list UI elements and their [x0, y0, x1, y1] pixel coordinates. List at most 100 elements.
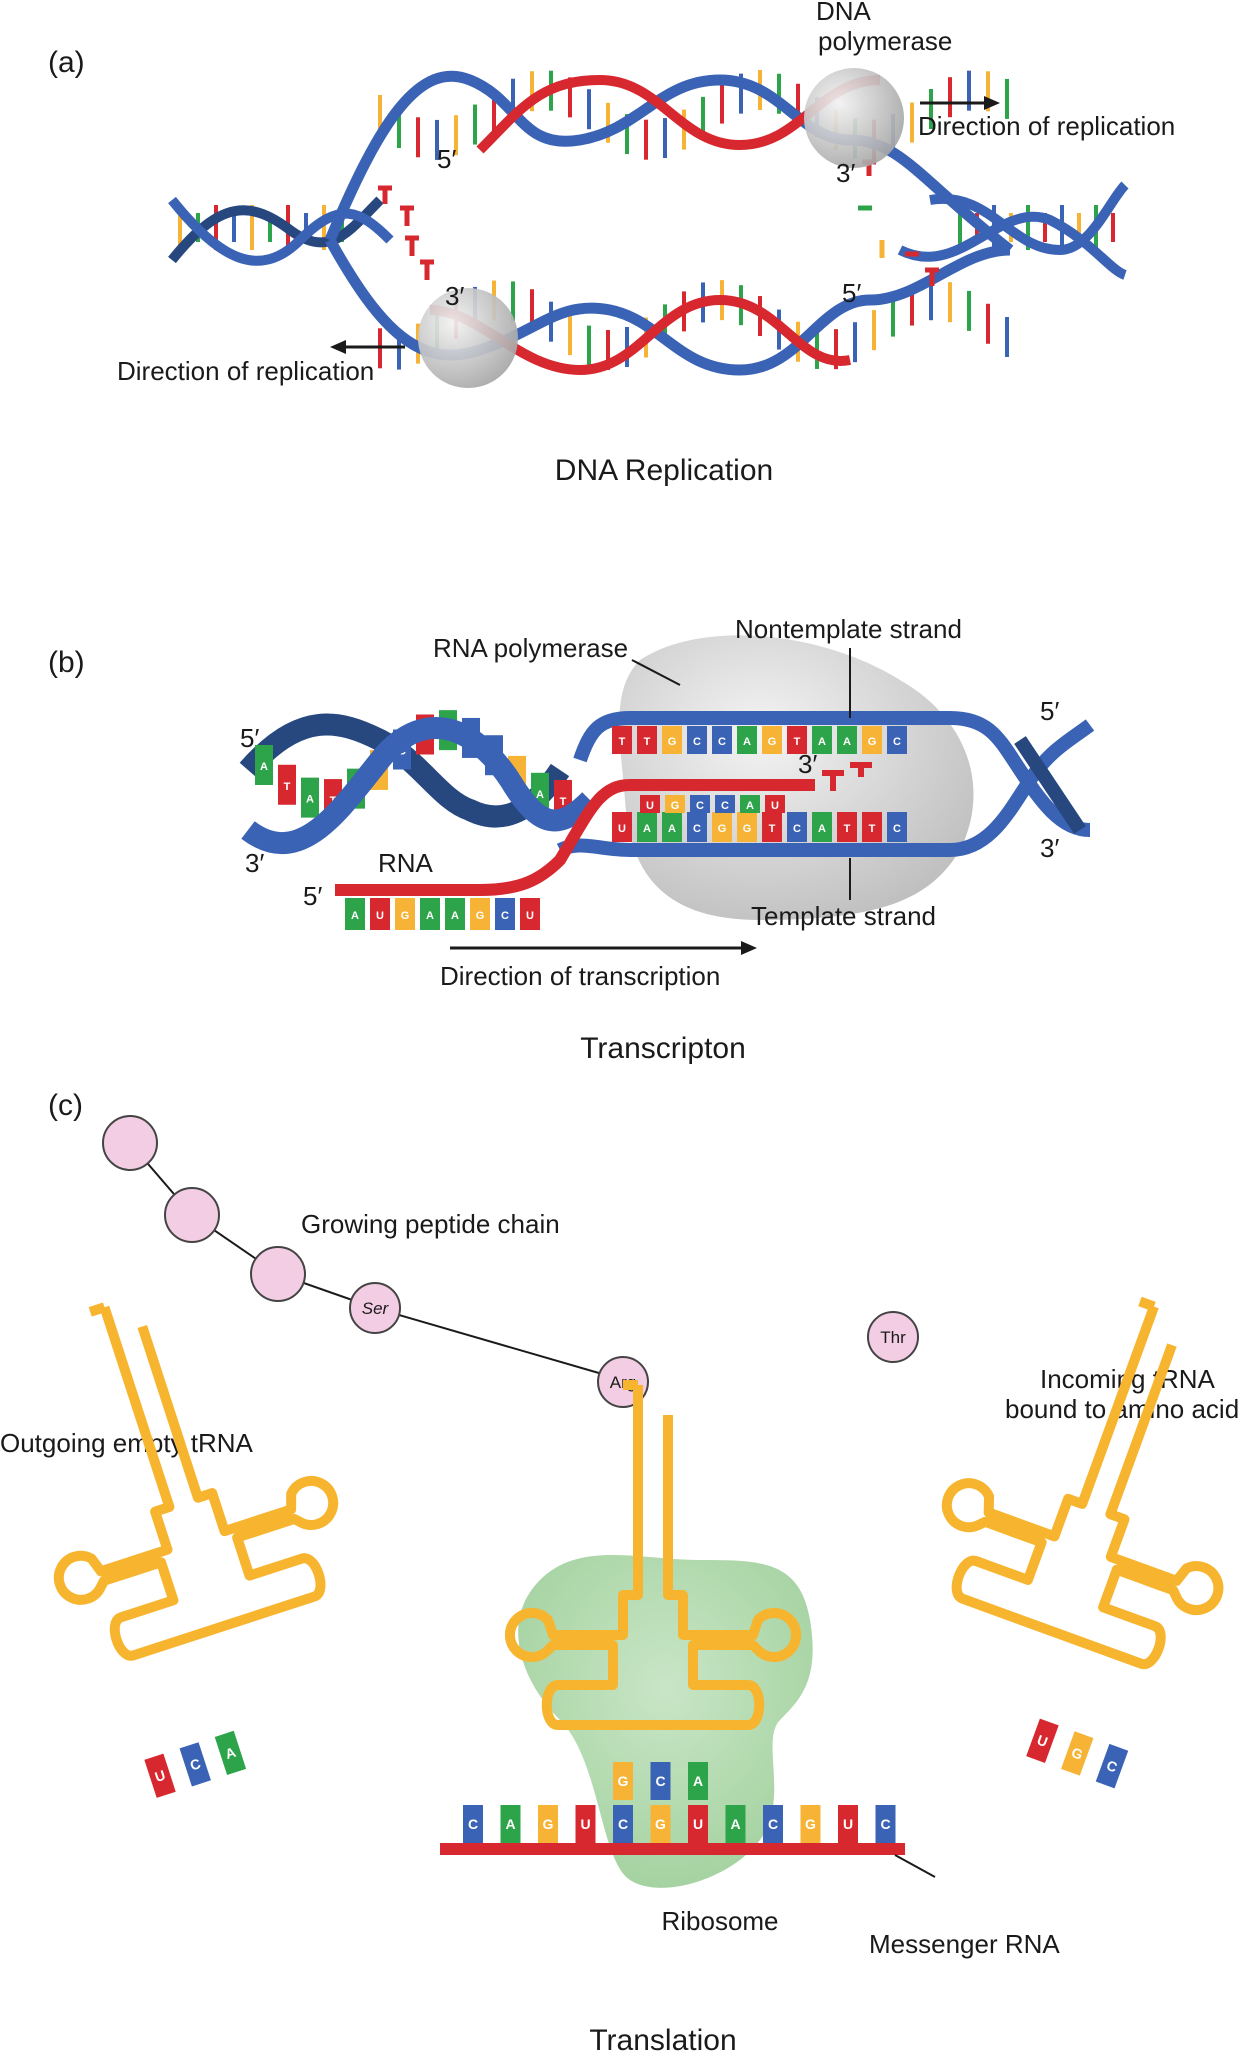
nontemplate-base: G — [862, 726, 882, 754]
svg-text:A: A — [746, 800, 754, 812]
incoming-anticodon-base: U — [1026, 1718, 1059, 1764]
five-prime-right: 5′ — [1040, 696, 1059, 726]
panel-c-label: (c) — [48, 1089, 83, 1122]
amino-acid-3 — [250, 1246, 306, 1302]
three-prime-right: 3′ — [1040, 833, 1059, 863]
left-helix-base: A — [255, 745, 273, 785]
nontemplate-base: C — [887, 726, 907, 754]
rna-label: RNA — [378, 848, 434, 878]
rna-base: A — [345, 898, 365, 930]
outgoing-anticodon-base: U — [144, 1753, 176, 1798]
svg-text:G: G — [805, 1816, 816, 1832]
panel-a-dna-replication: (a) — [48, 0, 1175, 487]
nontemplate-base: A — [812, 726, 832, 754]
right-helix-back — [1014, 736, 1086, 834]
outgoing-trna — [0, 1258, 360, 1670]
template-base: C — [787, 812, 807, 842]
caption-transcription: Transcripton — [580, 1032, 746, 1065]
caption-translation: Translation — [589, 2024, 736, 2057]
svg-text:C: C — [880, 1816, 890, 1832]
svg-text:U: U — [526, 910, 534, 922]
amino-acid-1 — [102, 1115, 158, 1171]
dna-polymerase-bottom — [418, 288, 518, 388]
incoming-trna — [917, 1263, 1260, 1680]
svg-text:C: C — [693, 823, 701, 835]
template-base: C — [687, 812, 707, 842]
template-base: T — [837, 812, 857, 842]
inner-rna-base: U — [765, 795, 785, 813]
mrna-base: C — [875, 1805, 896, 1843]
svg-text:A: A — [730, 1816, 740, 1832]
svg-text:A: A — [643, 823, 651, 835]
template-base: G — [737, 812, 757, 842]
arrowhead-left — [330, 340, 346, 354]
svg-text:G: G — [543, 1816, 554, 1832]
svg-text:G: G — [1069, 1744, 1085, 1763]
outgoing-anticodon-base: C — [179, 1742, 211, 1787]
template-base: T — [862, 812, 882, 842]
direction-replication-left: Direction of replication — [117, 356, 374, 386]
amino-acid-ser-label: Ser — [362, 1299, 390, 1318]
inner-rna-base: C — [690, 795, 710, 813]
svg-text:T: T — [644, 736, 651, 748]
nontemplate-base: T — [787, 726, 807, 754]
three-prime-bottom: 3′ — [445, 281, 464, 311]
outgoing-anticodon: UCA — [144, 1730, 247, 1798]
svg-text:G: G — [718, 823, 727, 835]
svg-text:G: G — [668, 736, 677, 748]
mrna-leader — [894, 1854, 936, 1878]
inner-rna-base: A — [740, 795, 760, 813]
svg-text:C: C — [188, 1755, 203, 1773]
svg-text:T: T — [560, 796, 567, 808]
dna-polymerase-label-line1: DNA — [816, 0, 872, 26]
nontemplate-base: T — [637, 726, 657, 754]
nontemplate-strand-label: Nontemplate strand — [735, 614, 962, 644]
nontemplate-base: A — [837, 726, 857, 754]
rna-strand — [335, 779, 815, 896]
svg-text:A: A — [351, 910, 359, 922]
left-parental-strand-back — [168, 196, 384, 264]
svg-text:A: A — [693, 1773, 703, 1789]
dna-polymerase-label-line2: polymerase — [818, 26, 952, 56]
svg-text:U: U — [843, 1816, 853, 1832]
panel-a-label: (a) — [48, 46, 85, 79]
svg-text:A: A — [426, 910, 434, 922]
ribosome-label: Ribosome — [661, 1906, 778, 1936]
incoming-nucleotide-2 — [850, 762, 872, 777]
inner-rna-base: G — [665, 795, 685, 813]
template-base: A — [812, 812, 832, 842]
template-base: U — [612, 812, 632, 842]
three-prime-left: 3′ — [245, 848, 264, 878]
svg-text:U: U — [153, 1767, 168, 1785]
upper-template-strand — [324, 70, 1014, 255]
svg-text:C: C — [721, 800, 729, 812]
outgoing-trna-label: Outgoing empty tRNA — [0, 1428, 254, 1458]
mrna-base: C — [463, 1805, 483, 1843]
incoming-anticodon-base: G — [1060, 1731, 1094, 1776]
arrowhead-right — [984, 96, 1000, 110]
svg-text:G: G — [618, 1773, 629, 1789]
three-prime-rna: 3′ — [798, 749, 817, 779]
svg-text:C: C — [893, 823, 901, 835]
svg-text:G: G — [671, 800, 680, 812]
mrna-label: Messenger RNA — [869, 1929, 1060, 1959]
middle-anticodon-base: A — [688, 1762, 708, 1800]
svg-text:A: A — [843, 736, 851, 748]
three-prime-top: 3′ — [836, 158, 855, 188]
svg-text:A: A — [818, 736, 826, 748]
svg-text:C: C — [693, 736, 701, 748]
template-strand-label: Template strand — [751, 901, 936, 931]
middle-anticodon-base: C — [650, 1762, 671, 1800]
template-strand-line — [556, 719, 1095, 857]
growing-chain-label: Growing peptide chain — [301, 1209, 560, 1239]
svg-text:G: G — [743, 823, 752, 835]
five-prime-left: 5′ — [240, 723, 259, 753]
peptide-bonds — [129, 1142, 624, 1381]
mrna-base: G — [650, 1805, 671, 1843]
svg-text:U: U — [771, 800, 779, 812]
amino-acid-thr — [867, 1311, 919, 1363]
svg-text:C: C — [468, 1816, 478, 1832]
